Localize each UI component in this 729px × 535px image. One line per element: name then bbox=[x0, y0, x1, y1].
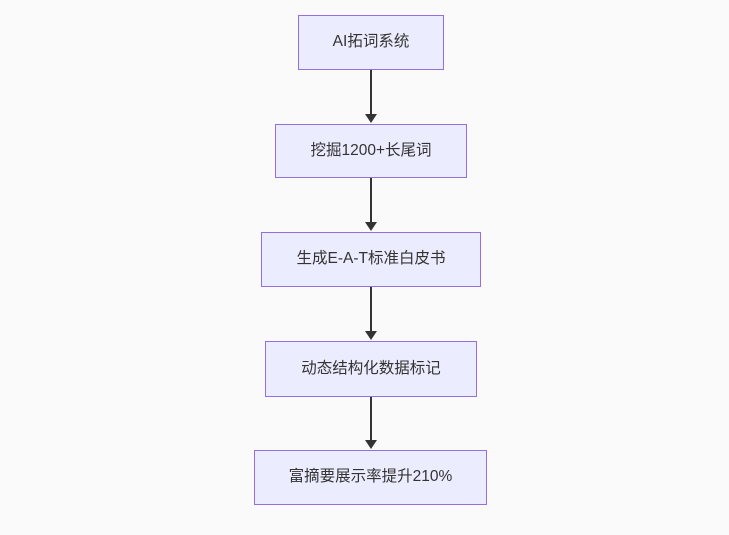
node-label: 富摘要展示率提升210% bbox=[288, 468, 453, 486]
node-label: 生成E-A-T标准白皮书 bbox=[296, 250, 446, 268]
node-label: 动态结构化数据标记 bbox=[301, 359, 441, 377]
edge-line bbox=[370, 70, 372, 114]
node-label: 挖掘1200+长尾词 bbox=[310, 141, 432, 159]
flowchart-node-structured-data-markup: 动态结构化数据标记 bbox=[265, 341, 477, 397]
arrowhead-down-icon bbox=[365, 222, 377, 231]
flowchart-node-ai-keyword-system: AI拓词系统 bbox=[298, 15, 444, 70]
flowchart-node-rich-snippet-lift: 富摘要展示率提升210% bbox=[254, 450, 487, 505]
arrowhead-down-icon bbox=[365, 114, 377, 123]
edge-arrow-4 bbox=[365, 397, 377, 449]
flowchart-node-eat-whitepaper: 生成E-A-T标准白皮书 bbox=[261, 232, 481, 287]
edge-arrow-1 bbox=[365, 70, 377, 123]
edge-arrow-2 bbox=[365, 178, 377, 231]
edge-line bbox=[370, 178, 372, 222]
edge-line bbox=[370, 397, 372, 440]
edge-line bbox=[370, 287, 372, 331]
node-label: AI拓词系统 bbox=[332, 33, 410, 51]
edge-arrow-3 bbox=[365, 287, 377, 340]
flowchart-node-longtail-mining: 挖掘1200+长尾词 bbox=[275, 124, 467, 178]
arrowhead-down-icon bbox=[365, 440, 377, 449]
arrowhead-down-icon bbox=[365, 331, 377, 340]
